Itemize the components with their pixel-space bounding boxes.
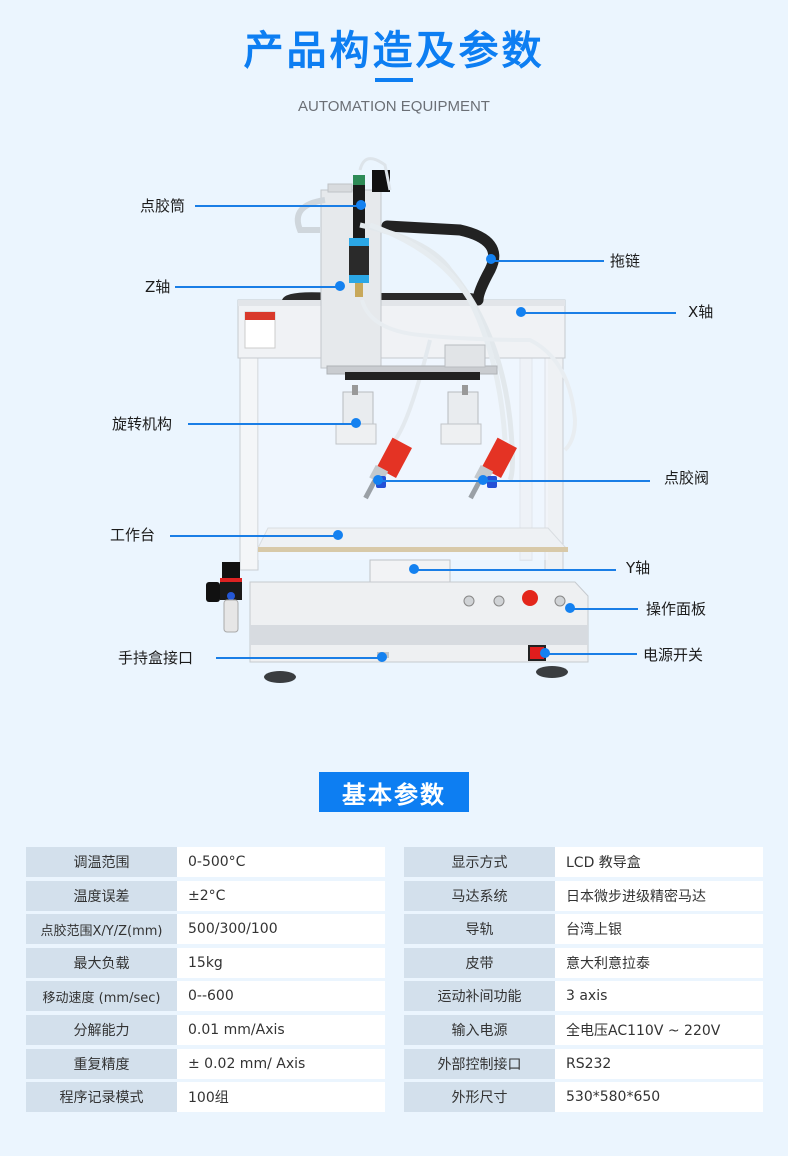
callout-dot-worktable	[333, 530, 343, 540]
callout-label-z-axis: Z轴	[145, 278, 171, 296]
page-subtitle: AUTOMATION EQUIPMENT	[298, 98, 490, 115]
spec-row: 外部控制接口 RS232	[404, 1048, 763, 1079]
spec-label: 导轨	[404, 914, 555, 945]
spec-value: 0-500°C	[177, 847, 385, 877]
spec-value: RS232	[555, 1048, 763, 1079]
callout-label-handheld-port: 手持盒接口	[118, 649, 194, 667]
spec-label: 调温范围	[26, 847, 177, 877]
spec-table-left: 调温范围 0-500°C 温度误差 ±2°C 点胶范围X/Y/Z(mm) 500…	[26, 847, 385, 1116]
spec-row: 温度误差 ±2°C	[26, 880, 385, 911]
spec-value: 15kg	[177, 947, 385, 978]
callout-label-drag-chain: 拖链	[610, 252, 641, 270]
callout-label-rotation-mechanism: 旋转机构	[112, 415, 173, 433]
callout-line-power-switch	[545, 653, 637, 655]
spec-value: 台湾上银	[555, 914, 763, 945]
spec-value: 意大利意拉泰	[555, 947, 763, 978]
page-title: 产品构造及参数	[243, 28, 545, 74]
callout-line-operation-panel	[570, 608, 638, 610]
callout-line-handheld-port	[216, 657, 382, 659]
spec-label: 最大负载	[26, 947, 177, 978]
dispensing-machine-illustration	[206, 157, 589, 683]
spec-label: 外形尺寸	[404, 1082, 555, 1113]
spec-value: 全电压AC110V ~ 220V	[555, 1014, 763, 1045]
callout-dot-x-axis	[516, 307, 526, 317]
spec-value: 0--600	[177, 981, 385, 1012]
title-underline	[375, 78, 413, 82]
spec-row: 显示方式 LCD 教导盒	[404, 847, 763, 877]
callout-line-dispensing-valve	[378, 480, 650, 482]
spec-row: 输入电源 全电压AC110V ~ 220V	[404, 1014, 763, 1045]
spec-label: 分解能力	[26, 1014, 177, 1045]
callout-line-z-axis	[175, 286, 340, 288]
callout-label-power-switch: 电源开关	[643, 646, 704, 664]
callout-line-drag-chain	[491, 260, 604, 262]
spec-table-right: 显示方式 LCD 教导盒 马达系统 日本微步进级精密马达 导轨 台湾上银 皮带 …	[404, 847, 763, 1116]
specs-section-title: 基本参数	[319, 772, 469, 812]
callout-dot-power-switch	[540, 648, 550, 658]
callout-line-glue-barrel	[195, 205, 360, 207]
spec-row: 导轨 台湾上银	[404, 914, 763, 945]
callout-label-glue-barrel: 点胶筒	[140, 197, 186, 215]
spec-label: 皮带	[404, 947, 555, 978]
spec-value: 3 axis	[555, 981, 763, 1012]
callout-line-y-axis	[414, 569, 616, 571]
callout-label-x-axis: X轴	[688, 303, 714, 321]
callout-dot-dispensing-valve-1	[373, 475, 383, 485]
callout-label-worktable: 工作台	[110, 526, 156, 544]
spec-label: 移动速度 (mm/sec)	[26, 981, 177, 1012]
spec-label: 马达系统	[404, 880, 555, 911]
spec-value: ± 0.02 mm/ Axis	[177, 1048, 385, 1079]
callout-dot-dispensing-valve-2	[478, 475, 488, 485]
spec-row: 重复精度 ± 0.02 mm/ Axis	[26, 1048, 385, 1079]
spec-row: 皮带 意大利意拉泰	[404, 947, 763, 978]
callout-dot-z-axis	[335, 281, 345, 291]
spec-value: 0.01 mm/Axis	[177, 1014, 385, 1045]
spec-row: 最大负载 15kg	[26, 947, 385, 978]
spec-label: 外部控制接口	[404, 1048, 555, 1079]
spec-value: 日本微步进级精密马达	[555, 880, 763, 911]
spec-label: 重复精度	[26, 1048, 177, 1079]
spec-value: 100组	[177, 1082, 385, 1113]
spec-label: 程序记录模式	[26, 1082, 177, 1113]
spec-row: 调温范围 0-500°C	[26, 847, 385, 877]
spec-value: 500/300/100	[177, 914, 385, 945]
spec-row: 马达系统 日本微步进级精密马达	[404, 880, 763, 911]
callout-dot-operation-panel	[565, 603, 575, 613]
callout-dot-y-axis	[409, 564, 419, 574]
spec-value: 530*580*650	[555, 1082, 763, 1113]
callout-line-x-axis	[521, 312, 676, 314]
callout-dot-handheld-port	[377, 652, 387, 662]
spec-row: 点胶范围X/Y/Z(mm) 500/300/100	[26, 914, 385, 945]
spec-label: 点胶范围X/Y/Z(mm)	[26, 914, 177, 945]
callout-label-y-axis: Y轴	[626, 559, 651, 577]
spec-label: 显示方式	[404, 847, 555, 877]
callout-line-rotation-mechanism	[188, 423, 356, 425]
spec-row: 移动速度 (mm/sec) 0--600	[26, 981, 385, 1012]
callout-line-worktable	[170, 535, 338, 537]
spec-value: LCD 教导盒	[555, 847, 763, 877]
callout-dot-drag-chain	[486, 254, 496, 264]
spec-row: 程序记录模式 100组	[26, 1082, 385, 1113]
spec-row: 运动补间功能 3 axis	[404, 981, 763, 1012]
spec-label: 输入电源	[404, 1014, 555, 1045]
callout-dot-glue-barrel	[356, 200, 366, 210]
callout-label-dispensing-valve: 点胶阀	[664, 469, 710, 487]
spec-label: 运动补间功能	[404, 981, 555, 1012]
callout-dot-rotation-mechanism	[351, 418, 361, 428]
spec-row: 外形尺寸 530*580*650	[404, 1082, 763, 1113]
callout-label-operation-panel: 操作面板	[646, 600, 707, 618]
spec-row: 分解能力 0.01 mm/Axis	[26, 1014, 385, 1045]
spec-label: 温度误差	[26, 880, 177, 911]
spec-value: ±2°C	[177, 880, 385, 911]
